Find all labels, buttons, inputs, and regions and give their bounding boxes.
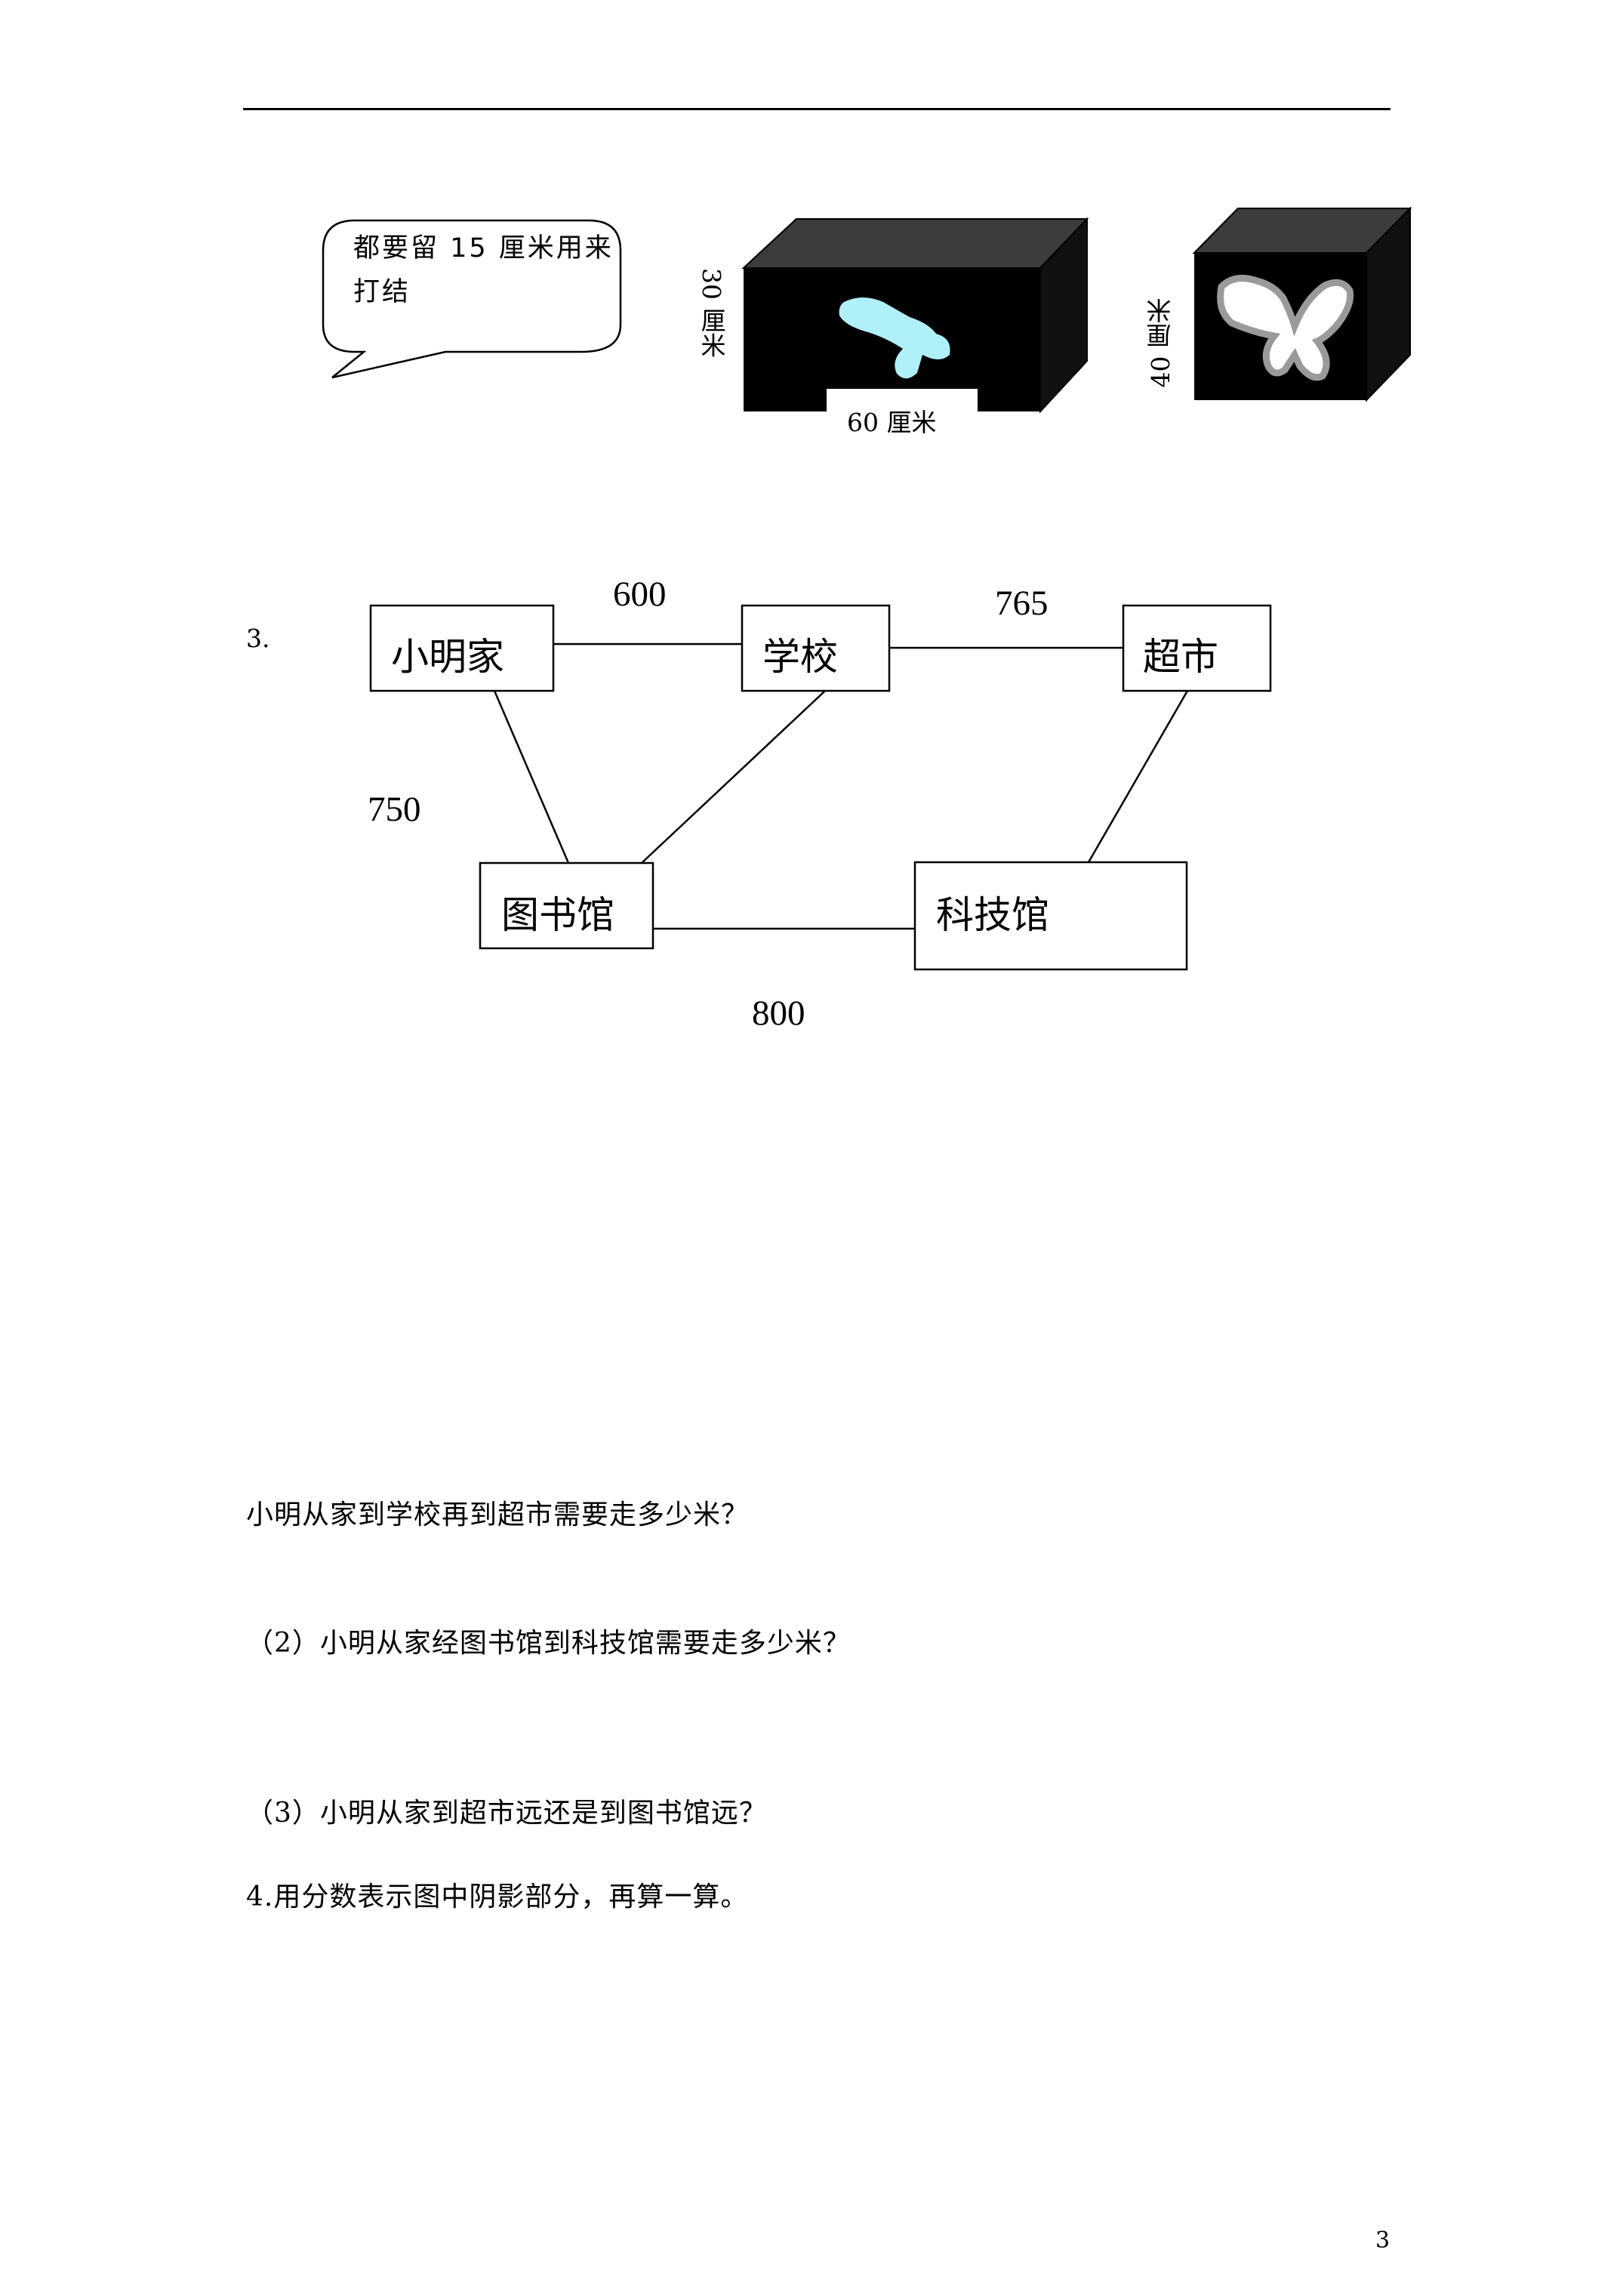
- distance-school-market: 765: [995, 584, 1049, 623]
- page-number: 3: [1375, 2227, 1390, 2254]
- distance-home-school: 600: [613, 575, 667, 614]
- box1-height-label: 30 厘米: [697, 268, 726, 358]
- node-market-box: [1122, 604, 1272, 692]
- question-3-1-text: 小明从家到学校再到超市需要走多少米？: [246, 1499, 750, 1530]
- node-museum-label: 科技馆: [936, 893, 1049, 937]
- distance-home-library: 750: [368, 790, 421, 829]
- gift-box-1: [741, 217, 1089, 414]
- node-school-box: [741, 604, 891, 692]
- question-3-3-text: （3）小明从家到超市远还是到图书馆远？: [246, 1798, 767, 1829]
- speech-bubble-text: 都要留 15 厘米用来打结: [353, 233, 614, 307]
- question-3-2-text: （2）小明从家经图书馆到科技馆需要走多少米？: [246, 1628, 851, 1659]
- question-4-text: 4.用分数表示图中阴影部分，再算一算。: [246, 1881, 749, 1912]
- edge-school-library: [641, 690, 826, 864]
- map-nodes: [369, 604, 1272, 971]
- node-library-box: [479, 861, 654, 950]
- map-edges: [493, 643, 1189, 930]
- bow-icon: [839, 297, 950, 379]
- node-market-label: 超市: [1143, 635, 1218, 679]
- bow-icon: [1217, 274, 1354, 381]
- edge-market-museum: [1087, 690, 1189, 863]
- node-museum-box: [913, 861, 1188, 971]
- header-rule: [243, 108, 1390, 110]
- box1-width-label: 60 厘米: [847, 408, 937, 437]
- node-home-label: 小明家: [391, 635, 504, 679]
- gift-box-2: [1192, 206, 1412, 402]
- box2-height-label: 40 厘米: [1146, 298, 1175, 388]
- node-library-label: 图书馆: [501, 893, 614, 937]
- node-home-box: [369, 604, 555, 692]
- node-school-label: 学校: [762, 635, 838, 679]
- edge-home-library: [493, 690, 570, 864]
- question-3-number: 3.: [246, 624, 270, 653]
- distance-library-museum: 800: [752, 994, 805, 1033]
- speech-bubble: [322, 219, 622, 379]
